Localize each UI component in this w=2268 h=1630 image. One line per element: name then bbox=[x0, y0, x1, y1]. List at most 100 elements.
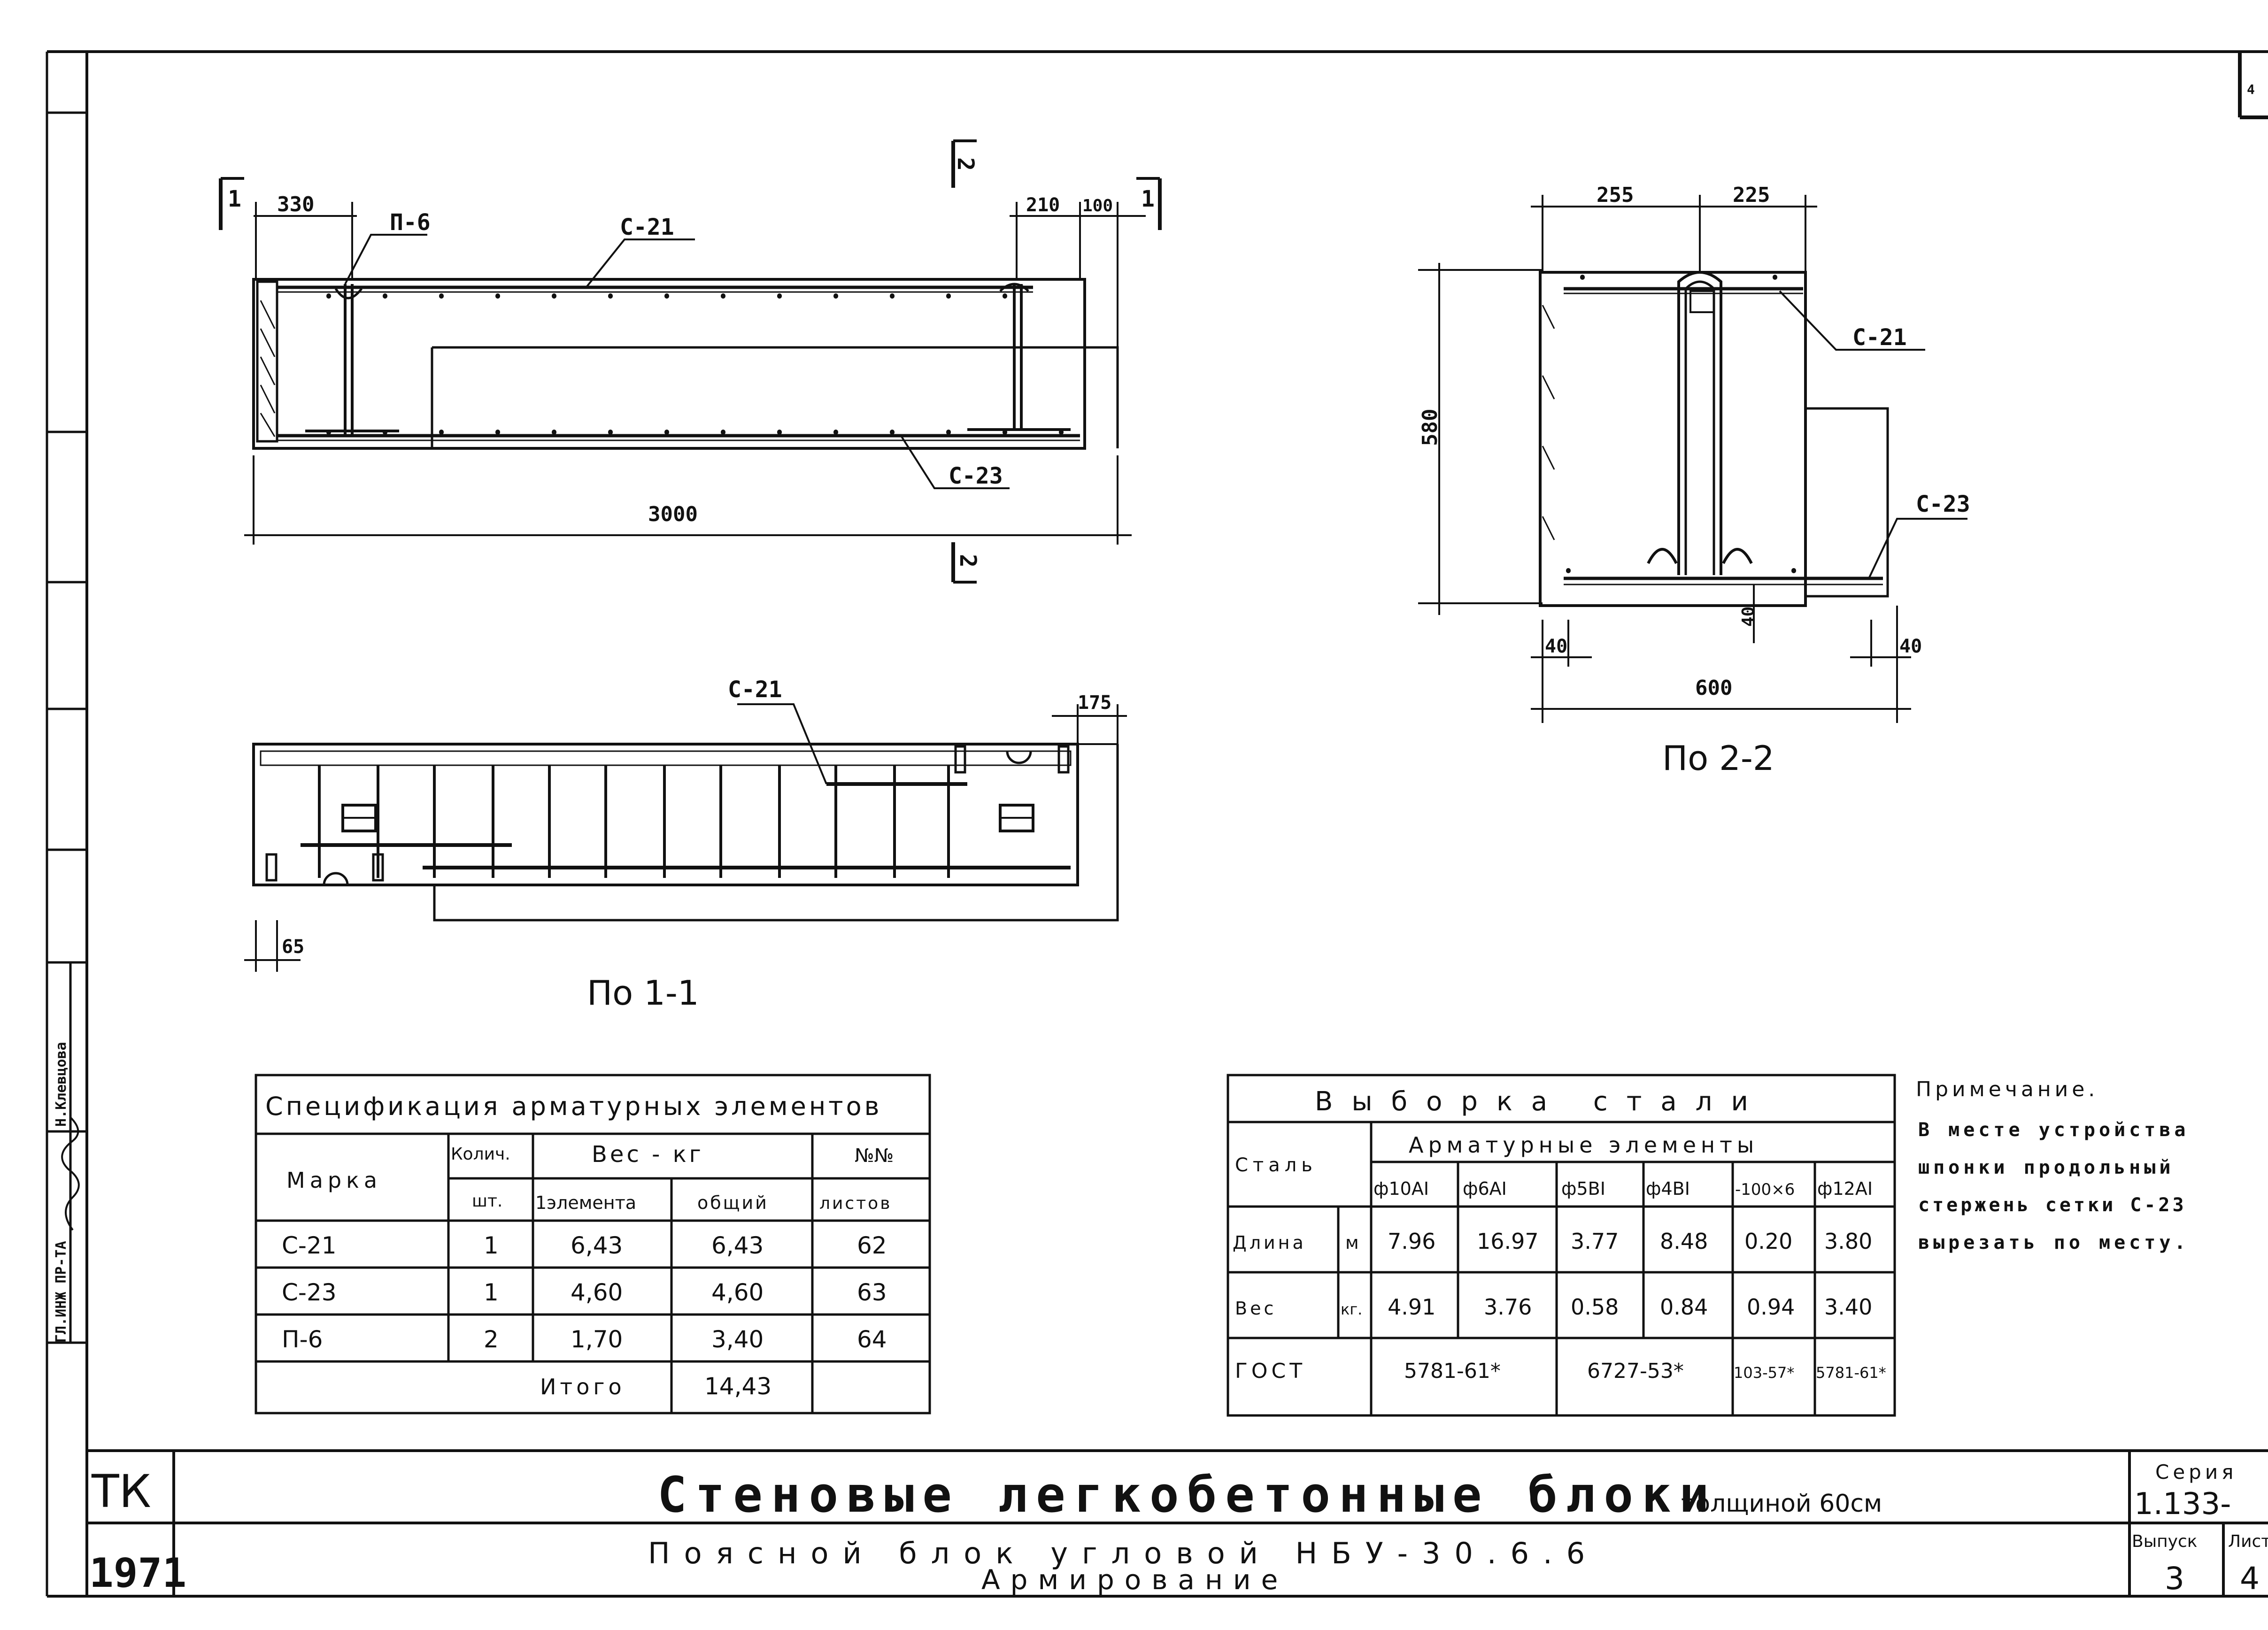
steel-row-2-label: Вес bbox=[1235, 1298, 1276, 1319]
label-c21-top: С-21 bbox=[620, 214, 674, 240]
spec-header-mark: Марка bbox=[286, 1168, 382, 1193]
steel-row-1-v4: 8.48 bbox=[1660, 1229, 1708, 1254]
cut-2-bottom: 2 bbox=[955, 554, 981, 568]
section-2-2-title: По 2-2 bbox=[1662, 738, 1774, 778]
title-block-subtitle-1: Поясной блок угловой НБУ-30.6.6 bbox=[648, 1536, 1599, 1570]
spec-row-2-total: 4,60 bbox=[711, 1279, 764, 1306]
spec-row-1-qty: 1 bbox=[484, 1232, 499, 1259]
spec-header-weight-elem: 1элемента bbox=[535, 1192, 636, 1213]
left-stamp-strip bbox=[46, 52, 87, 1596]
note-line-3: стержень сетки С-23 bbox=[1918, 1194, 2187, 1216]
steel-row-2-v5: 0.94 bbox=[1747, 1294, 1795, 1320]
steel-row-2-v1: 4.91 bbox=[1388, 1294, 1435, 1320]
spec-row-2-sheet: 63 bbox=[857, 1279, 887, 1306]
dim-40-right: 40 bbox=[1899, 636, 1922, 657]
steel-gost-3: 103-57* bbox=[1734, 1364, 1794, 1382]
plan-label-c21: С-21 bbox=[728, 677, 782, 703]
s22-label-c23: С-23 bbox=[1916, 491, 1970, 517]
steel-col-6: ф12АI bbox=[1817, 1178, 1873, 1199]
dim-600: 600 bbox=[1695, 676, 1732, 700]
spec-table-grid bbox=[255, 1074, 931, 1415]
steel-table-title: Выборка стали bbox=[1315, 1086, 1767, 1117]
steel-header-group: Арматурные элементы bbox=[1409, 1132, 1759, 1158]
steel-row-2-unit: кг. bbox=[1341, 1300, 1362, 1318]
side-stamp-name: Н.Клевцова bbox=[53, 1042, 69, 1127]
spec-row-3-sheet: 64 bbox=[857, 1326, 887, 1353]
steel-row-2-v3: 0.58 bbox=[1571, 1294, 1619, 1320]
spec-header-sheets-top: №№ bbox=[855, 1145, 894, 1167]
title-block-issue-label: Выпуск bbox=[2132, 1532, 2198, 1551]
note-line-2: шпонки продольный bbox=[1918, 1157, 2174, 1178]
dim-580: 580 bbox=[1418, 409, 1442, 446]
cut-2-top: 2 bbox=[952, 157, 979, 171]
title-block-org: ТК bbox=[91, 1465, 151, 1518]
steel-gost-2: 6727-53* bbox=[1587, 1359, 1684, 1383]
steel-row-1-v3: 3.77 bbox=[1571, 1229, 1619, 1254]
title-block-issue-value: 3 bbox=[2165, 1561, 2184, 1597]
steel-gost-1: 5781-61* bbox=[1404, 1359, 1501, 1383]
title-block-series-label: Серия bbox=[2155, 1461, 2237, 1484]
steel-row-1-v6: 3.80 bbox=[1824, 1229, 1872, 1254]
steel-row-1-unit: м bbox=[1345, 1232, 1359, 1253]
spec-total-label: Итого bbox=[540, 1374, 625, 1399]
title-block-series-value: 1.133- bbox=[2134, 1487, 2231, 1522]
steel-gost-label: ГОСТ bbox=[1235, 1359, 1306, 1383]
spec-row-1-sheet: 62 bbox=[857, 1232, 887, 1259]
spec-table-title: Спецификация арматурных элементов bbox=[265, 1092, 882, 1121]
signature bbox=[61, 1116, 80, 1231]
spec-row-2-mark: С-23 bbox=[282, 1279, 337, 1306]
steel-col-2: ф6АI bbox=[1463, 1178, 1507, 1199]
label-p6: П-6 bbox=[390, 209, 431, 236]
title-block-subtitle-2: Армирование bbox=[981, 1564, 1288, 1596]
corner-bracket bbox=[2238, 52, 2268, 119]
spec-header-sheets: листов bbox=[819, 1194, 892, 1213]
spec-row-2-qty: 1 bbox=[484, 1279, 499, 1306]
section-1-1-drawing bbox=[252, 278, 1119, 450]
steel-row-1-label: Длина bbox=[1233, 1232, 1306, 1253]
dim-225: 225 bbox=[1733, 183, 1770, 207]
dim-100: 100 bbox=[1082, 196, 1113, 215]
dim-255: 255 bbox=[1597, 183, 1634, 207]
corner-sheet-mark: 4 bbox=[2247, 82, 2255, 97]
title-block-sheet-label: Лист bbox=[2228, 1532, 2268, 1551]
spec-row-3-elem: 1,70 bbox=[571, 1326, 623, 1353]
steel-col-4: ф4ВI bbox=[1646, 1178, 1690, 1199]
dim-40-gap: 40 bbox=[1739, 607, 1758, 627]
s22-label-c21: С-21 bbox=[1852, 324, 1907, 351]
steel-table-grid bbox=[1227, 1074, 1896, 1417]
section-1-1-title: По 1-1 bbox=[587, 973, 699, 1013]
plan-drawing bbox=[252, 743, 1119, 922]
title-block-sheet-value: 4 bbox=[2240, 1561, 2260, 1597]
spec-row-1-elem: 6,43 bbox=[571, 1232, 623, 1259]
label-c23: С-23 bbox=[949, 463, 1003, 489]
section-2-2-drawing bbox=[1539, 271, 1889, 607]
plan-dimensions bbox=[244, 703, 1127, 972]
steel-row-1-v2: 16.97 bbox=[1477, 1229, 1539, 1254]
plan-dim-65: 65 bbox=[282, 936, 304, 958]
note-line-4: вырезать по месту. bbox=[1918, 1232, 2189, 1253]
steel-row-1-v5: 0.20 bbox=[1744, 1229, 1792, 1254]
side-stamp-role: ГЛ.ИНЖ ПР-ТА bbox=[53, 1241, 69, 1343]
dim-3000: 3000 bbox=[648, 502, 698, 526]
section-1-1-dimensions bbox=[219, 139, 1162, 584]
note-title: Примечание. bbox=[1916, 1077, 2098, 1101]
steel-col-3: ф5ВI bbox=[1561, 1178, 1605, 1199]
spec-header-weight-total: общий bbox=[697, 1192, 769, 1213]
spec-header-qty: Колич. bbox=[451, 1145, 510, 1164]
dim-330: 330 bbox=[277, 192, 314, 216]
spec-row-3-mark: П-6 bbox=[282, 1326, 323, 1353]
spec-row-2-elem: 4,60 bbox=[571, 1279, 623, 1306]
title-block-year: 1971 bbox=[89, 1550, 186, 1597]
spec-row-3-qty: 2 bbox=[484, 1326, 499, 1353]
spec-row-1-total: 6,43 bbox=[711, 1232, 764, 1259]
title-block-main-suffix: толщиной 60см bbox=[1681, 1490, 1882, 1518]
spec-total-value: 14,43 bbox=[704, 1373, 771, 1400]
steel-row-2-v6: 3.40 bbox=[1824, 1294, 1872, 1320]
title-block-grid bbox=[87, 1451, 2268, 1596]
steel-col-1: ф10АI bbox=[1373, 1178, 1429, 1199]
dim-210: 210 bbox=[1026, 194, 1060, 216]
spec-header-qty-unit: шт. bbox=[472, 1192, 502, 1211]
sheet-frame bbox=[47, 50, 2268, 1598]
spec-row-1-mark: С-21 bbox=[282, 1232, 337, 1259]
